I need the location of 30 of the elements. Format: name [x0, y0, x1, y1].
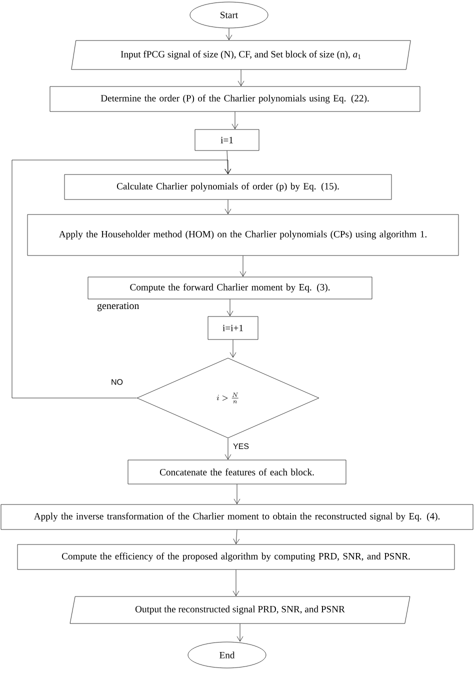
- process-box: Determine the order (P) of the Charlier polynomials using Eq. (22).: [50, 86, 420, 112]
- arrow: [12, 160, 232, 398]
- arrow: [232, 112, 238, 130]
- edge-label: NO: [110, 378, 124, 386]
- arrow: [238, 70, 244, 86]
- arrow: [233, 530, 240, 544]
- process-box: Concatenate the features of each block.: [128, 460, 346, 484]
- process-box: Apply the Householder method (HOM) on the Charlier polynomials (CPs) using algorithm 1.: [27, 214, 459, 256]
- arrow: [236, 624, 244, 642]
- output-parallelogram: Output the reconstructed signal PRD, SNR, and PSNR: [70, 596, 410, 624]
- end-terminal: End: [188, 642, 266, 668]
- process-box: Compute the forward Charlier moment by Eq. (3).: [88, 276, 372, 300]
- process-box: Apply the inverse transformation of the Charlier moment to obtain the reconstructed signal by Eq. (4).: [0, 504, 474, 530]
- arrow: [230, 340, 236, 358]
- arrow: [224, 438, 232, 460]
- process-box: Compute the efficiency of the proposed algorithm by computing PRD, SNR, and PSNR.: [17, 544, 455, 570]
- edge-label: YES: [232, 442, 250, 450]
- side-note: generation: [97, 302, 140, 312]
- arrow: [240, 256, 246, 277]
- arrow: [226, 299, 234, 316]
- arrow: [224, 200, 232, 214]
- process-box: i=1: [194, 129, 260, 151]
- arrow: [226, 28, 232, 40]
- arrow: [232, 570, 240, 596]
- process-box: Calculate Charlier polynomials of order (p) by Eq. (15).: [64, 174, 392, 200]
- start-terminal: Start: [190, 2, 268, 28]
- process-box: i=i+1: [208, 316, 258, 340]
- arrow: [234, 484, 240, 504]
- input-parallelogram: Input fPCG signal of size (N), CF, and Set block of size (n), a$_{1}$: [71, 40, 411, 70]
- arrow: [224, 150, 231, 174]
